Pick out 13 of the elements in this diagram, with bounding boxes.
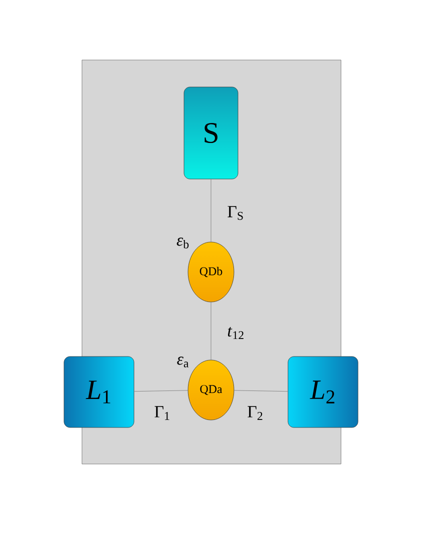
connector-line — [234, 390, 288, 392]
lead-box: L$_{2}$ — [288, 356, 358, 428]
connector-line — [210, 179, 212, 242]
energy-label: ε$_{b}$ — [176, 238, 189, 248]
connector-line — [210, 302, 212, 360]
edge-label: t$_{12}$ — [226, 326, 246, 340]
edge-label: Γ$_{S}$ — [226, 205, 246, 221]
connector-line — [134, 390, 188, 392]
edge-label: Γ$_{2}$ — [246, 405, 264, 421]
superconductor-box: S — [184, 86, 238, 180]
energy-label: ε$_{a}$ — [177, 356, 189, 368]
edge-label: Γ$_{1}$ — [153, 405, 172, 421]
lead-box: L$_{1}$ — [64, 356, 134, 428]
